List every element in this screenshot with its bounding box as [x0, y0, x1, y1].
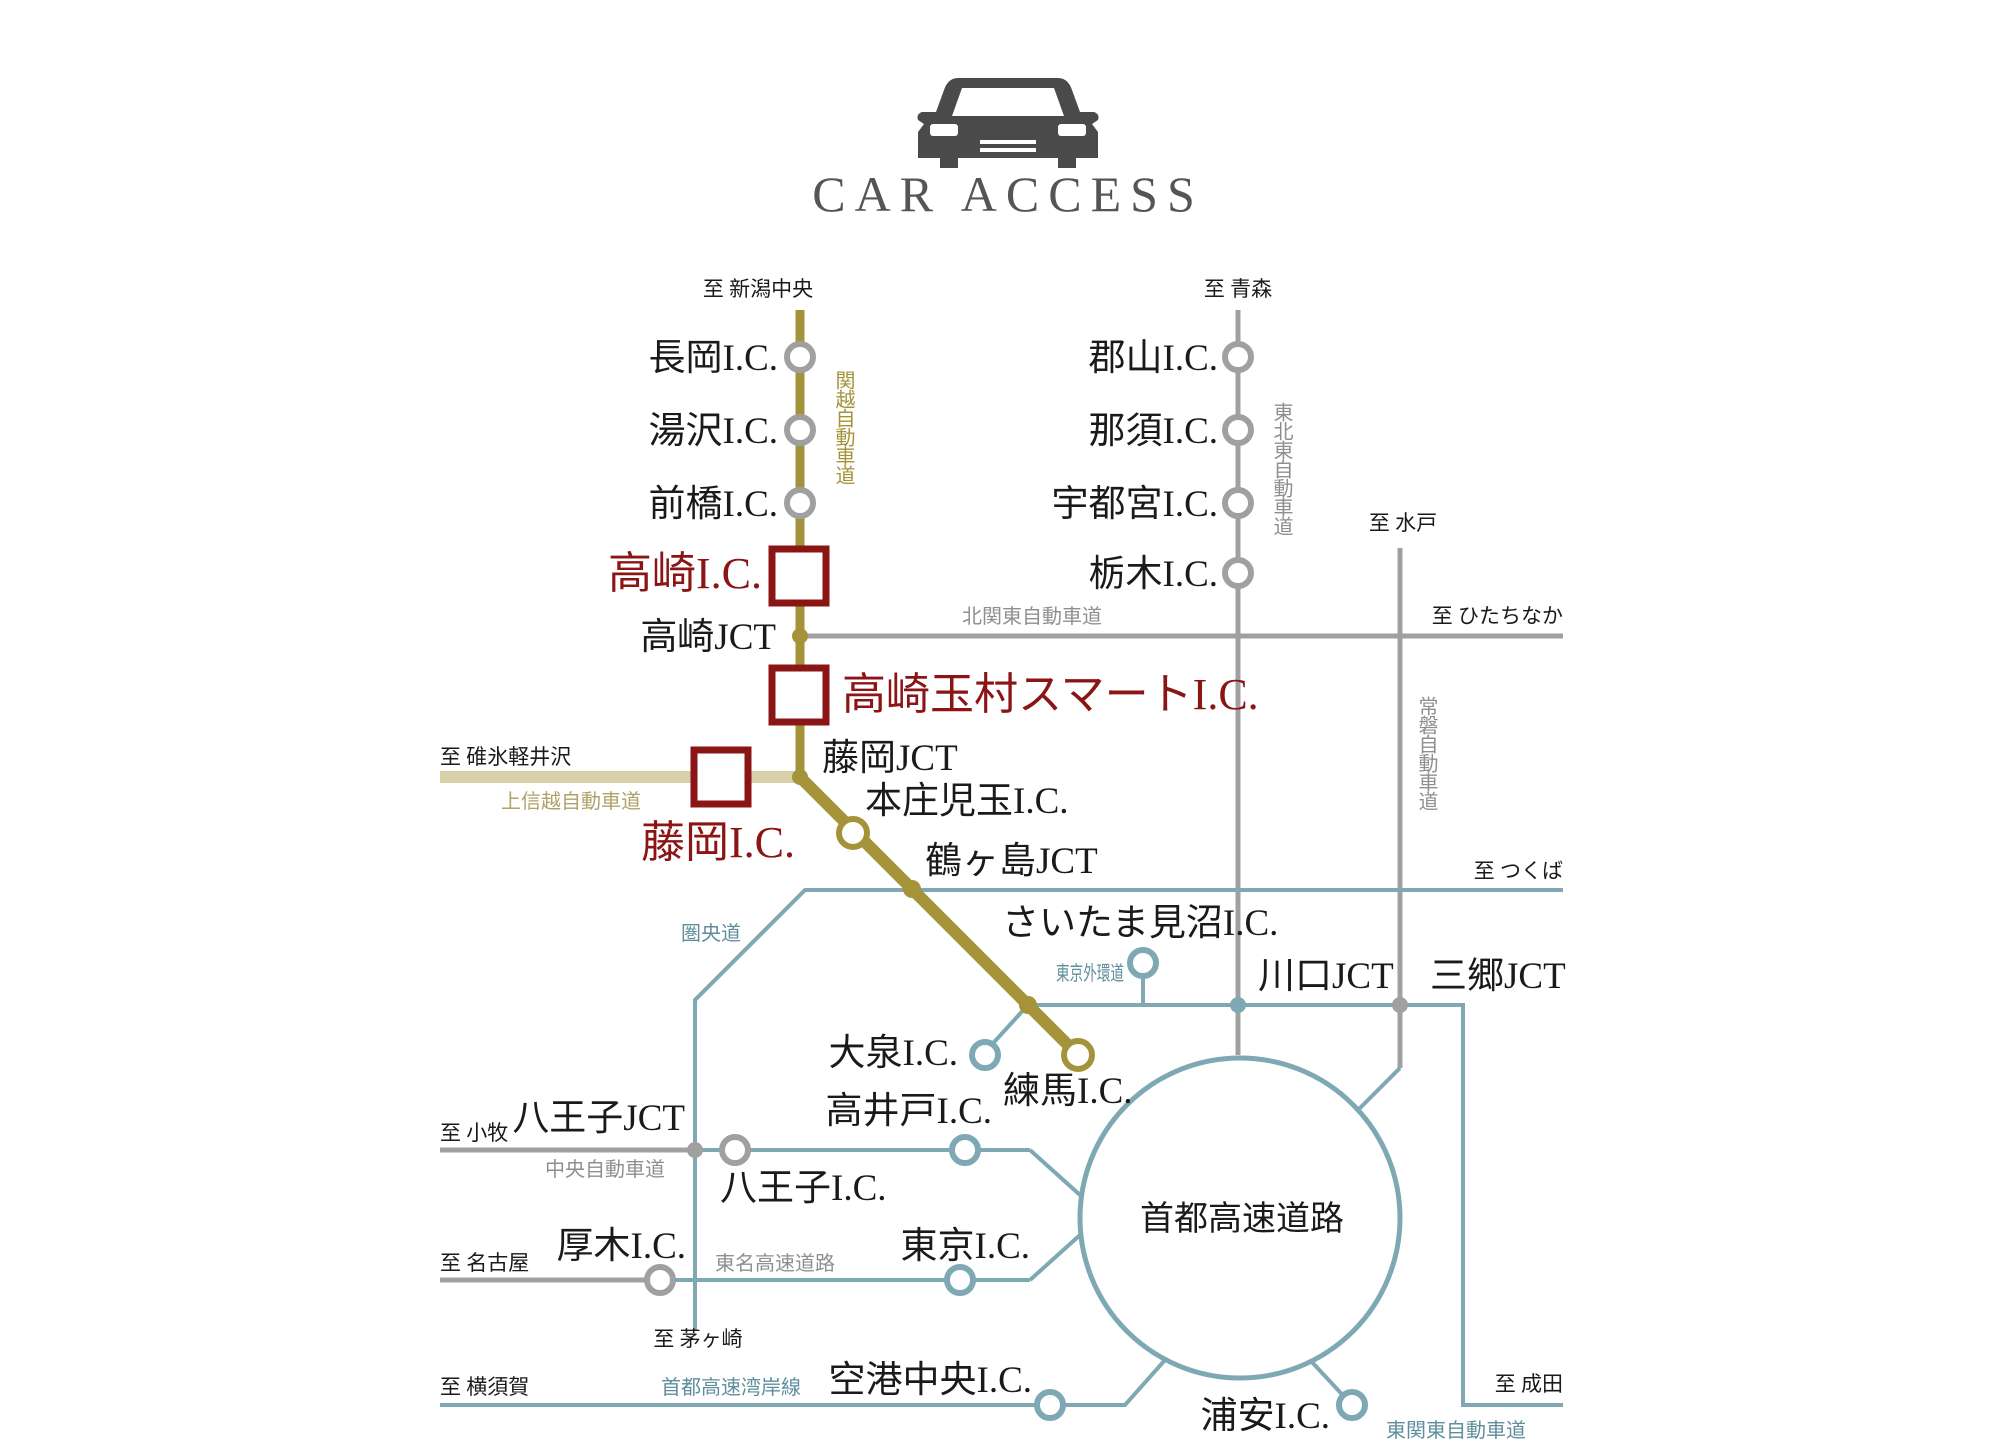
label-kuko-chuo: 空港中央I.C. [829, 1359, 1033, 1401]
road-joban-label: 常磐自動車道 [1415, 696, 1438, 811]
road-wangan-label: 首都高速湾岸線 [661, 1376, 801, 1399]
node-nagaoka [784, 341, 816, 373]
label-koriyama: 郡山I.C. [1089, 338, 1219, 379]
teal-ic-nodes [944, 947, 1368, 1421]
label-nagaoka: 長岡I.C. [649, 338, 779, 379]
dest-narita: 至 成田 [1495, 1372, 1563, 1396]
node-nasu [1222, 414, 1254, 446]
chuo-connector [1028, 1148, 1082, 1197]
node-oizumi [969, 1039, 1001, 1071]
shutoko-label: 首都高速道路 [1140, 1200, 1344, 1238]
road-gaikan-label: 東京外環道 [1056, 962, 1124, 985]
node-takaido [949, 1134, 981, 1166]
node-yuzawa [784, 414, 816, 446]
road-kanetsu-label: 関越自動車道 [832, 370, 855, 485]
label-tamamura: 高崎玉村スマートI.C. [842, 670, 1259, 719]
road-joshinetsu-label: 上信越自動車道 [501, 790, 641, 813]
jct-dots [687, 628, 1408, 1158]
jct-kawaguchi [1230, 997, 1246, 1013]
label-kawaguchi: 川口JCT [1258, 956, 1394, 997]
dest-aomori: 至 青森 [1204, 277, 1272, 301]
grey-ic-nodes [644, 341, 1254, 1296]
dest-tsukuba: 至 つくば [1474, 859, 1563, 883]
label-urayasu: 浦安I.C. [1201, 1395, 1331, 1437]
node-maebashi [784, 487, 816, 519]
jct-misato [1392, 997, 1408, 1013]
label-misato: 三郷JCT [1430, 956, 1566, 997]
node-tochigi [1222, 557, 1254, 589]
kenodo [693, 888, 1563, 1330]
joban-connector [1356, 1066, 1402, 1112]
square-fujioka [690, 746, 752, 808]
wangan [440, 1358, 1167, 1407]
road-kitakanto-label: 北関東自動車道 [962, 605, 1102, 628]
label-utsunomiya: 宇都宮I.C. [1052, 483, 1219, 525]
label-honjo: 本庄児玉I.C. [865, 780, 1069, 822]
dest-karuizawa: 至 碓氷軽井沢 [440, 745, 571, 769]
node-urayasu [1336, 1389, 1368, 1421]
page-title: CAR ACCESS [812, 166, 1204, 222]
label-tokyo: 東京I.C. [901, 1225, 1031, 1267]
label-hachioji-jct: 八王子JCT [512, 1098, 685, 1139]
jct-fujioka [792, 769, 808, 785]
olive-ic-nodes [836, 816, 1095, 1072]
label-atsugi: 厚木I.C. [557, 1226, 687, 1267]
dest-komaki: 至 小牧 [440, 1121, 508, 1145]
node-kuko-chuo [1034, 1389, 1066, 1421]
dest-nagoya: 至 名古屋 [440, 1251, 529, 1275]
node-koriyama [1222, 341, 1254, 373]
dest-yokosuka: 至 横須賀 [440, 1375, 529, 1399]
label-maebashi: 前橋I.C. [649, 483, 779, 525]
node-nerima [1061, 1038, 1095, 1072]
jct-oizumi-junction [1019, 996, 1037, 1014]
road-tohoku-label: 東北東自動車道 [1270, 402, 1293, 536]
square-takasaki [768, 545, 830, 607]
road-tomei-label: 東名高速道路 [715, 1252, 835, 1275]
node-hachioji [719, 1134, 751, 1166]
node-atsugi [644, 1264, 676, 1296]
shutoko-ring [1077, 1055, 1403, 1381]
square-tamamura [768, 664, 830, 726]
label-tochigi: 栃木I.C. [1089, 554, 1219, 595]
node-honjo [836, 816, 870, 850]
label-takasaki-jct: 高崎JCT [640, 616, 776, 658]
node-utsunomiya [1222, 487, 1254, 519]
label-saitama-minuma: さいたま見沼I.C. [1002, 903, 1278, 944]
label-hachioji: 八王子I.C. [720, 1168, 887, 1209]
car-icon [917, 78, 1099, 168]
dest-niigata: 至 新潟中央 [703, 277, 813, 301]
dest-chigasaki: 至 茅ヶ崎 [653, 1327, 742, 1351]
node-tokyo [944, 1264, 976, 1296]
road-chuo-label: 中央自動車道 [545, 1158, 665, 1181]
label-fujioka: 藤岡I.C. [641, 818, 795, 867]
jct-tsurugashima [903, 880, 921, 898]
label-nerima: 練馬I.C. [1003, 1070, 1133, 1112]
label-fujioka-jct: 藤岡JCT [822, 738, 958, 779]
node-saitama-minuma [1127, 947, 1159, 979]
highlight-ic-squares [690, 545, 830, 808]
road-kenodo-label: 圏央道 [681, 922, 741, 945]
label-nasu: 那須I.C. [1089, 411, 1219, 452]
road-higashikanto-label: 東関東自動車道 [1386, 1419, 1526, 1442]
label-takasaki: 高崎I.C. [608, 549, 762, 598]
jct-takasaki [792, 628, 808, 644]
label-yuzawa: 湯沢I.C. [649, 411, 779, 452]
tomei-connector [1028, 1233, 1082, 1282]
dest-mito: 至 水戸 [1369, 511, 1437, 535]
label-oizumi: 大泉I.C. [829, 1032, 959, 1074]
label-tsurugashima: 鶴ヶ島JCT [925, 840, 1098, 882]
jct-hachioji [687, 1142, 703, 1158]
label-takaido: 高井戸I.C. [826, 1090, 993, 1132]
dest-hitachinaka: 至 ひたちなか [1432, 604, 1563, 628]
